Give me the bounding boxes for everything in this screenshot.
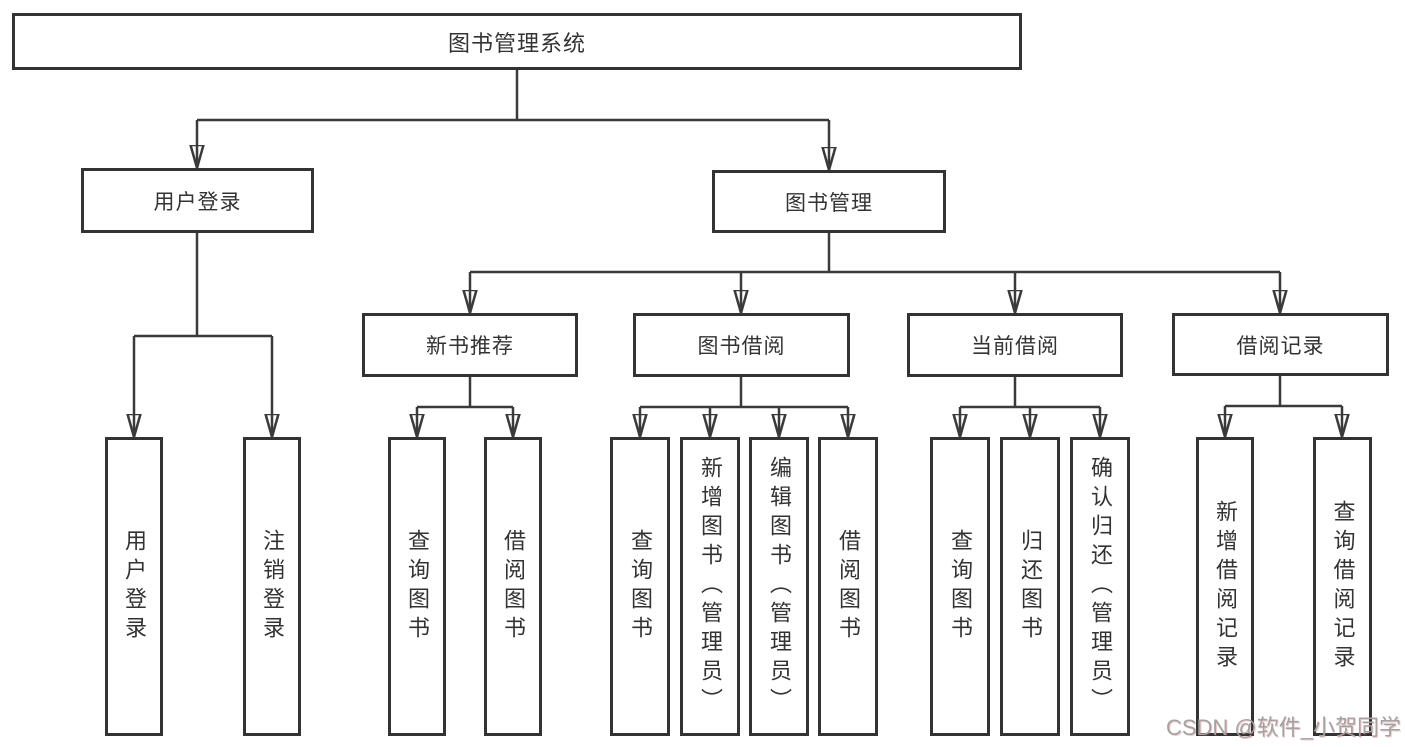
- leaf-query-books-borrowing-label: 查询图书: [628, 528, 653, 645]
- leaf-query-books-recommend: 查询图书: [388, 437, 446, 736]
- node-new-book-recommend: 新书推荐: [362, 313, 578, 377]
- leaf-query-books-current: 查询图书: [930, 437, 990, 736]
- leaf-borrow-books-borrowing-label: 借阅图书: [836, 528, 861, 645]
- leaf-query-books-current-label: 查询图书: [948, 528, 973, 645]
- leaf-borrow-books-recommend-label: 借阅图书: [501, 528, 526, 645]
- csdn-watermark: CSDN @软件_小贺同学: [1165, 715, 1401, 740]
- leaf-add-borrow-record-label: 新增借阅记录: [1213, 499, 1238, 674]
- leaf-query-books-borrowing: 查询图书: [610, 437, 670, 736]
- leaf-return-books-label: 归还图书: [1018, 528, 1043, 645]
- leaf-logout: 注销登录: [243, 437, 301, 736]
- edge-user-login-to-leaves: [134, 233, 272, 435]
- leaf-user-login: 用户登录: [105, 437, 163, 736]
- node-book-management: 图书管理: [712, 170, 946, 233]
- edge-records-to-leaves: [1225, 376, 1342, 435]
- node-borrowing-records-label: 借阅记录: [1236, 334, 1325, 358]
- edge-recommend-to-leaves: [417, 377, 513, 435]
- edge-book-management-to-level3: [470, 233, 1280, 311]
- leaf-add-books-admin-label: 新增图书（管理员）: [698, 456, 723, 717]
- leaf-add-borrow-record: 新增借阅记录: [1196, 437, 1254, 736]
- edge-root-to-level2: [197, 70, 829, 168]
- leaf-confirm-return-admin: 确认归还（管理员）: [1070, 437, 1130, 736]
- leaf-edit-books-admin: 编辑图书（管理员）: [749, 437, 809, 736]
- leaf-borrow-books-borrowing: 借阅图书: [818, 437, 878, 736]
- edge-current-to-leaves: [960, 377, 1100, 435]
- leaf-confirm-return-admin-label: 确认归还（管理员）: [1088, 456, 1113, 717]
- leaf-return-books: 归还图书: [1000, 437, 1060, 736]
- edge-borrowing-to-leaves: [640, 377, 848, 435]
- node-root: 图书管理系统: [12, 13, 1022, 70]
- leaf-borrow-books-recommend: 借阅图书: [484, 437, 542, 736]
- leaf-logout-label: 注销登录: [260, 528, 285, 645]
- node-root-label: 图书管理系统: [447, 30, 586, 56]
- leaf-user-login-label: 用户登录: [122, 528, 147, 645]
- node-new-book-recommend-label: 新书推荐: [426, 335, 514, 358]
- node-current-borrowing-label: 当前借阅: [971, 335, 1059, 358]
- leaf-query-borrow-record: 查询借阅记录: [1313, 437, 1372, 736]
- node-user-login-label: 用户登录: [153, 190, 242, 214]
- leaf-query-books-recommend-label: 查询图书: [405, 528, 430, 645]
- node-current-borrowing: 当前借阅: [907, 313, 1123, 377]
- node-book-borrowing: 图书借阅: [633, 313, 850, 377]
- leaf-edit-books-admin-label: 编辑图书（管理员）: [767, 456, 792, 717]
- node-borrowing-records: 借阅记录: [1172, 313, 1389, 376]
- leaf-add-books-admin: 新增图书（管理员）: [680, 437, 740, 736]
- node-user-login: 用户登录: [81, 168, 314, 233]
- leaf-query-borrow-record-label: 查询借阅记录: [1330, 499, 1356, 674]
- node-book-management-label: 图书管理: [785, 191, 873, 215]
- node-book-borrowing-label: 图书借阅: [697, 335, 786, 358]
